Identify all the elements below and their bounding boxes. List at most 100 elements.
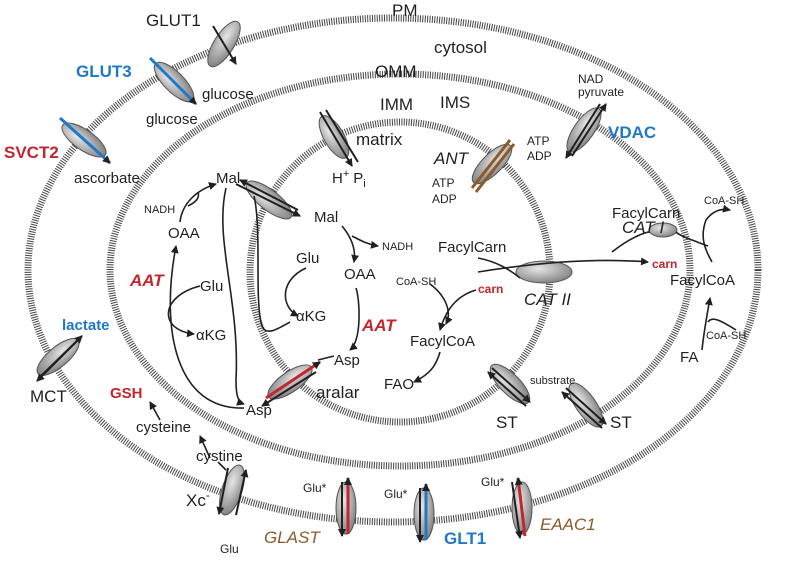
atp-out-label: ATP: [527, 134, 549, 148]
mct-label: MCT: [30, 387, 67, 406]
mal-loop-left: [222, 187, 245, 406]
coash-fa-arrow: [707, 318, 737, 331]
svct2-label: SVCT2: [4, 143, 59, 162]
coash-mat-arrow: [429, 283, 453, 325]
glu-star-glast-label: Glu*: [303, 481, 327, 495]
transporter-labels: GLUT1 GLUT3 SVCT2 MCT Xc- GLAST GLT1 EAA…: [4, 11, 664, 548]
cat2-to-facylcoa: [438, 289, 477, 331]
glt1-label: GLT1: [444, 529, 486, 548]
aralar-label: aralar: [316, 383, 360, 402]
nadh-mat-arrow: [351, 235, 379, 249]
aat-cyto-label: AAT: [129, 271, 165, 290]
lactate-label: lactate: [62, 317, 110, 334]
xc-arrow-out: [216, 467, 229, 515]
glu-star-glt1-label: Glu*: [384, 487, 408, 501]
mct-arrow-back: [36, 338, 80, 382]
pyruvate-label: pyruvate: [578, 85, 624, 99]
gsh-label: GSH: [110, 385, 143, 402]
asp-to-oaa-cyto: [169, 245, 245, 409]
facylcoa-to-fao: [413, 351, 441, 383]
transport-arrows: [36, 25, 607, 543]
glut1-arrow: [212, 25, 237, 65]
facylcarn-mat-label: FacylCarn: [438, 239, 506, 256]
st-mito-arrow-back: [487, 371, 527, 407]
oaa-mat-label: OAA: [344, 266, 376, 283]
omm-label: OMM: [375, 62, 417, 81]
cat1-label: CAT I: [622, 218, 664, 237]
facylcoa-mat-label: FacylCoA: [410, 333, 475, 350]
outer-mitochondrial-membrane: [106, 70, 694, 470]
mct-transporter: [36, 338, 80, 376]
eaac1-red-bar: [514, 477, 527, 537]
glu-cyto-label: Glu: [200, 278, 223, 295]
eaac1-label: EAAC1: [540, 515, 596, 534]
facylcoa-cyto-label: FacylCoA: [670, 272, 735, 289]
aralar-black-bar: [261, 371, 317, 407]
facylcoa-to-cat1: [702, 204, 731, 263]
proton-label: H+Pi: [332, 168, 366, 190]
glut3-arrow: [148, 56, 198, 106]
adp-in-label: ADP: [432, 192, 457, 206]
oaa-to-mal-arrow: [179, 182, 217, 223]
xc-label: Xc-: [186, 488, 210, 510]
cystine-in-arrow: [217, 461, 227, 471]
facylcarn-ims-to-cat1: [611, 231, 649, 253]
mal-carrier-arrow: [235, 183, 301, 217]
nadh-mat-label: NADH: [382, 241, 413, 253]
cysteine-to-gsh: [149, 401, 161, 421]
carn-mat-to-carn-ims: [477, 257, 649, 273]
asp-aralar-link: [317, 355, 335, 361]
facylcarn-to-cat2: [477, 257, 521, 279]
nadh-cyto-arrow: [187, 191, 200, 207]
cat2-label: CAT II: [524, 290, 571, 309]
st-mito-label: ST: [496, 413, 518, 432]
carn-ims-label: carn: [652, 257, 677, 271]
mal-to-oaa-mat: [341, 225, 360, 263]
aralar-red-bar: [265, 360, 321, 400]
ant-brown-out: [474, 143, 516, 193]
akg-mat-label: αKG: [296, 308, 326, 325]
glu-star-eaac1-label: Glu*: [481, 475, 505, 489]
st-omm-arrow: [565, 387, 607, 425]
compartment-labels: PM cytosol OMM IMS IMM matrix: [356, 1, 487, 149]
asp-mat-label: Asp: [334, 352, 360, 369]
mal-akg-exchange-loop: [253, 195, 291, 333]
glut3-label: GLUT3: [76, 62, 132, 81]
mal-mat-label: Mal: [314, 209, 338, 226]
ant-label: ANT: [433, 149, 470, 168]
ascorbate-label: ascorbate: [74, 170, 140, 187]
cystine-to-cysteine: [199, 435, 211, 459]
mal-carrier-arrow-back: [239, 179, 299, 211]
adp-out-label: ADP: [527, 149, 552, 163]
fa-to-facylcoa: [701, 297, 713, 351]
atp-in-label: ATP: [432, 176, 454, 190]
metabolite-labels: glucose glucose ascorbate lactate GSH cy…: [62, 72, 746, 556]
st-omm-arrow-back: [561, 391, 603, 429]
asp-cyto-label: Asp: [246, 402, 272, 419]
cat1-transporter: [648, 222, 678, 238]
carn-mat-label: carn: [478, 282, 503, 296]
imm-label: IMM: [380, 95, 413, 114]
oaa-cyto-label: OAA: [168, 225, 200, 242]
facylcarn-ims-label: FacylCarn: [612, 205, 680, 222]
fa-label: FA: [680, 349, 698, 366]
glast-transporter: [335, 481, 357, 535]
aat-mat-label: AAT: [361, 316, 397, 335]
oaa-to-asp-mat: [349, 287, 360, 351]
pathway-arrows: [149, 182, 737, 471]
glut1-label: GLUT1: [146, 11, 201, 30]
cystine-label: cystine: [196, 448, 243, 465]
glucose-pm-label: glucose: [146, 111, 198, 128]
glt1-transporter: [413, 487, 435, 541]
st-mito-arrow: [491, 367, 531, 403]
cysteine-label: cysteine: [136, 419, 191, 436]
membranes: [24, 14, 762, 526]
glu-xc-label: Glu: [220, 542, 239, 556]
glast-label: GLAST: [264, 528, 321, 547]
eaac1-black-bar: [511, 481, 523, 539]
vdac-label: VDAC: [608, 123, 656, 142]
mal-cyto-label: Mal: [216, 170, 240, 187]
st-omm-label: ST: [610, 413, 632, 432]
coash-fa-label: CoA-SH: [706, 330, 746, 342]
